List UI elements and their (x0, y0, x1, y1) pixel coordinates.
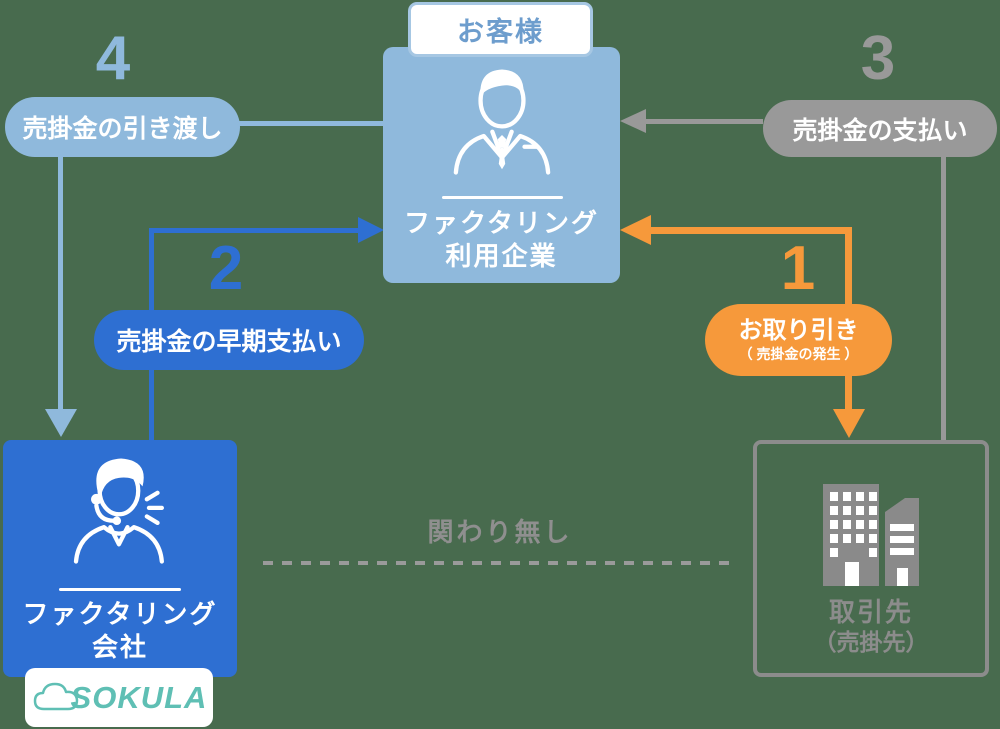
factoring-company-box: ファクタリング 会社 (3, 440, 237, 677)
sokula-logo-card: SOKULA (25, 668, 213, 727)
customer-tag: お客様 (408, 2, 593, 57)
partner-name-line2: （売掛先） (813, 629, 929, 655)
step-2-connector-horizontal (149, 228, 359, 233)
operator-headset-icon (73, 458, 164, 564)
cloud-icon (33, 682, 78, 710)
step-4-connector-vertical (58, 155, 63, 411)
no-relation-label: 関わり無し (427, 517, 573, 547)
customer-name-line2: 利用企業 (445, 241, 558, 271)
step-1-pill: お取り引き （ 売掛金の発生 ） (705, 304, 892, 376)
businessman-icon (453, 69, 550, 175)
step-2-number: 2 (208, 234, 244, 303)
customer-divider (442, 196, 563, 199)
no-relation-dashed-line (263, 561, 738, 565)
step-3-connector-horizontal (644, 119, 763, 124)
step-1-arrow-down-icon (833, 409, 865, 438)
customer-box: ファクタリング 利用企業 (383, 47, 620, 283)
step-4-arrow-down-icon (45, 409, 77, 437)
partner-name-line1: 取引先 (828, 597, 913, 627)
partner-name: 取引先 （売掛先） (757, 597, 985, 656)
step-1-number: 1 (780, 234, 816, 303)
customer-name-line1: ファクタリング (404, 208, 599, 238)
partner-box: 取引先 （売掛先） (753, 440, 989, 677)
step-4-number: 4 (95, 24, 131, 93)
step-3-pill: 売掛金の支払い (763, 100, 997, 157)
step-3-label: 売掛金の支払い (792, 116, 968, 145)
step-2-label: 売掛金の早期支払い (116, 328, 342, 356)
customer-tag-label: お客様 (457, 17, 544, 47)
step-3-connector-vertical (941, 157, 946, 442)
step-4-connector-horizontal (238, 121, 385, 126)
factoring-company-name: ファクタリング 会社 (3, 598, 237, 664)
step-4-pill: 売掛金の引き渡し (5, 97, 240, 157)
step-4-label: 売掛金の引き渡し (22, 115, 223, 143)
step-3-arrow-left-icon (620, 109, 646, 133)
step-1-label-line2: （ 売掛金の発生 ） (738, 346, 859, 362)
sokula-logo-text: SOKULA (70, 679, 208, 715)
customer-name: ファクタリング 利用企業 (383, 207, 620, 273)
step-1-label-line1: お取り引き (738, 317, 859, 344)
step-1-connector-horizontal (650, 227, 851, 234)
step-2-pill: 売掛金の早期支払い (94, 310, 364, 370)
step-2-arrow-right-icon (358, 217, 384, 243)
step-3-number: 3 (860, 24, 896, 93)
step-1-arrow-left-icon (620, 215, 651, 245)
buildings-icon (823, 484, 919, 586)
factoring-divider (59, 588, 181, 591)
factoring-name-line2: 会社 (91, 632, 148, 662)
factoring-name-line1: ファクタリング (22, 599, 218, 629)
